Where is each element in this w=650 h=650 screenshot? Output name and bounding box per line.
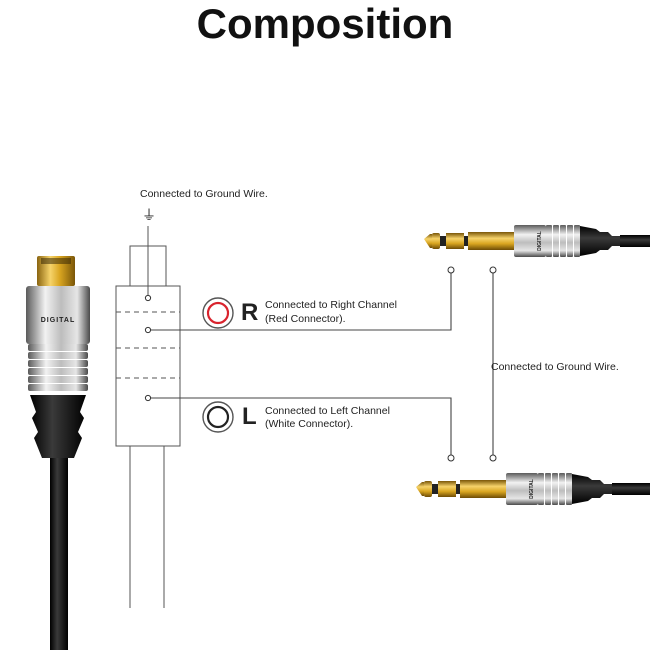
left-channel-label: Connected to Left Channel: [265, 405, 390, 417]
rca-rubber-boot: [30, 395, 86, 458]
right-channel-label: Connected to Right Channel: [265, 299, 397, 311]
white-connector-ring-icon: [202, 401, 234, 433]
right-channel-letter: R: [241, 299, 259, 326]
right-channel-sublabel: (Red Connector).: [265, 313, 346, 325]
ground-wire-right-label: Connected to Ground Wire.: [491, 361, 619, 373]
red-connector-ring-icon: [202, 297, 234, 329]
top-quarter-inch-plug: DIGITAL: [424, 225, 650, 257]
svg-text:DIGITAL: DIGITAL: [537, 231, 543, 251]
left-channel-sublabel: (White Connector).: [265, 418, 354, 430]
wiring-lines: [151, 270, 494, 458]
rca-chrome-rings: [28, 344, 88, 391]
left-channel-wire: [151, 397, 452, 458]
bottom-quarter-inch-plug: DIGITAL: [416, 473, 650, 505]
plug-contact-points: [447, 266, 497, 462]
rca-chrome-body: [26, 286, 90, 344]
rca-cable: [50, 458, 68, 650]
schematic-contact-points: [144, 294, 152, 402]
right-channel-wire: [151, 270, 452, 331]
ground-wire-label: Connected to Ground Wire.: [140, 188, 268, 200]
svg-text:DIGITAL: DIGITAL: [529, 479, 535, 499]
schematic-outline: [115, 226, 181, 608]
ground-symbol-icon: ⏚: [142, 207, 156, 223]
left-channel-letter: L: [242, 403, 257, 430]
page-title: Composition: [196, 0, 454, 47]
connector-brand-text: DIGITAL: [41, 317, 75, 324]
rca-female-connector: DIGITAL: [26, 256, 90, 650]
